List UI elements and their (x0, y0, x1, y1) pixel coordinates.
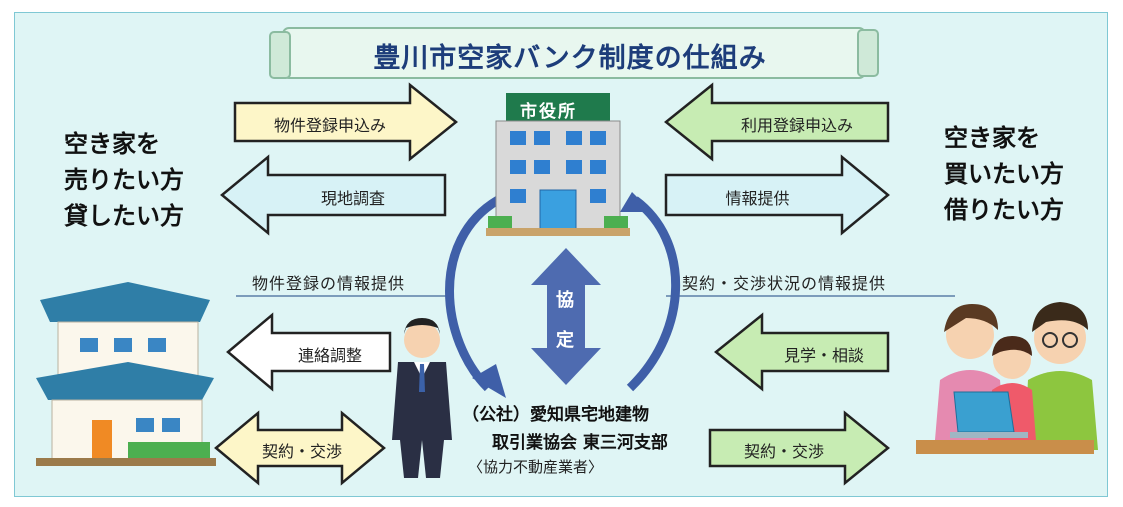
buyer-line-2: 買いたい方 (944, 160, 1064, 188)
city-hall-sign: 市役所 (520, 102, 577, 122)
title-banner (269, 27, 879, 79)
arrow-property-registration (233, 82, 458, 162)
label-user-registration: 利用登録申込み (740, 116, 853, 135)
agreement-arrow (531, 248, 601, 385)
family-icon (916, 302, 1098, 454)
buyer-label: 空き家を 買いたい方 借りたい方 (944, 120, 1064, 228)
agent-person-icon (392, 318, 452, 478)
label-property-registration: 物件登録申込み (273, 116, 386, 135)
arrow-visit-consult (714, 312, 890, 392)
seller-label: 空き家を 売りたい方 貸したい方 (64, 126, 184, 234)
arrow-user-registration (664, 82, 890, 162)
organization-line-1: （公社）愛知県宅地建物 (462, 405, 649, 425)
seller-line-3: 貸したい方 (64, 202, 184, 230)
organization-line-2: 取引業協会 東三河支部 (492, 433, 668, 453)
organization-note: 〈協力不動産業者〉 (468, 458, 604, 476)
label-contract-right: 契約・交渉 (743, 442, 824, 461)
label-info-provision: 情報提供 (725, 189, 790, 208)
curve-arrow-right (626, 196, 681, 392)
info-label-left: 物件登録の情報提供 (252, 274, 406, 293)
label-liaison: 連絡調整 (297, 346, 362, 365)
buyer-line-1: 空き家を (944, 124, 1040, 152)
seller-line-2: 売りたい方 (64, 166, 184, 194)
label-visit-consult: 見学・相談 (783, 346, 864, 365)
agreement-char-2: 定 (556, 330, 574, 351)
buyer-line-3: 借りたい方 (944, 196, 1064, 224)
agreement-char-1: 協 (556, 290, 574, 311)
label-contract-left: 契約・交渉 (262, 442, 343, 461)
curve-arrow-left (445, 196, 501, 392)
label-site-survey: 現地調査 (320, 189, 385, 208)
house-icon (36, 282, 216, 466)
seller-line-1: 空き家を (64, 130, 160, 158)
info-label-right: 契約・交渉状況の情報提供 (682, 274, 887, 293)
arrow-contract-left (214, 410, 386, 486)
arrow-site-survey (220, 154, 447, 236)
arrow-contract-right (708, 410, 890, 486)
city-hall-icon (486, 93, 630, 236)
page-title: 豊川市空家バンク制度の仕組み (373, 43, 767, 74)
arrow-liaison (226, 312, 392, 392)
arrow-info-provision (664, 154, 890, 236)
